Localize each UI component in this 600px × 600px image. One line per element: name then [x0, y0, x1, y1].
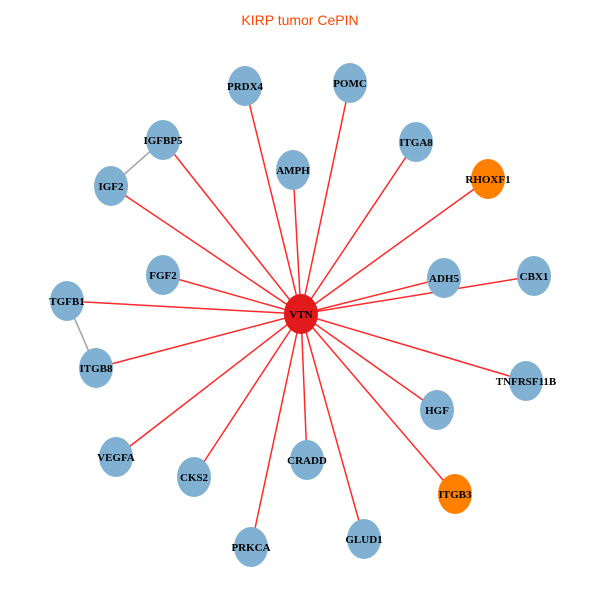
node-circle — [399, 122, 433, 162]
node-igf2[interactable]: IGF2 — [94, 166, 128, 206]
edge-vtn-amph — [292, 169, 302, 315]
node-tnfrsf11b[interactable]: TNFRSF11B — [496, 361, 557, 401]
edge-vtn-itgb8 — [95, 313, 302, 369]
node-prkca[interactable]: PRKCA — [231, 527, 271, 567]
node-rhoxf1[interactable]: RHOXF1 — [465, 159, 511, 199]
node-circle — [50, 281, 84, 321]
node-circle — [228, 66, 262, 106]
node-circle — [177, 457, 211, 497]
node-circle — [290, 440, 324, 480]
node-itgb8[interactable]: ITGB8 — [79, 348, 113, 388]
node-label: TNFRSF11B — [496, 376, 557, 388]
node-circle — [427, 258, 461, 298]
edge-vtn-prkca — [250, 313, 302, 548]
edge-vtn-igf2 — [110, 185, 302, 315]
node-itgb3[interactable]: ITGB3 — [438, 474, 472, 514]
node-label: CRADD — [287, 455, 327, 467]
node-circle — [333, 63, 367, 103]
node-itga8[interactable]: ITGA8 — [399, 122, 433, 162]
edge-vtn-igfbp5 — [162, 139, 302, 315]
node-label: ITGA8 — [399, 137, 433, 149]
node-igfbp5[interactable]: IGFBP5 — [143, 120, 183, 160]
node-label: PRKCA — [231, 542, 270, 554]
edge-vtn-itgb3 — [300, 313, 456, 495]
edge-vtn-cbx1 — [300, 275, 535, 315]
node-label: VTN — [289, 309, 312, 321]
node-circle — [146, 255, 180, 295]
edge-vtn-adh5 — [300, 277, 445, 315]
node-circle — [94, 166, 128, 206]
edge-vtn-vegfa — [115, 313, 302, 458]
node-circle — [234, 527, 268, 567]
edge-vtn-glud1 — [300, 313, 365, 540]
edge-vtn-tnfrsf11b — [300, 313, 527, 382]
node-glud1[interactable]: GLUD1 — [345, 519, 383, 559]
node-prdx4[interactable]: PRDX4 — [227, 66, 264, 106]
edge-vtn-tgfb1 — [66, 300, 302, 315]
node-label: POMC — [333, 78, 367, 90]
node-vtn[interactable]: VTN — [284, 294, 318, 334]
edge-vtn-fgf2 — [162, 274, 302, 315]
edge-vtn-cradd — [300, 313, 308, 461]
node-circle — [517, 256, 551, 296]
node-circle — [471, 159, 505, 199]
node-label: FGF2 — [149, 270, 177, 282]
node-cradd[interactable]: CRADD — [287, 440, 327, 480]
node-cks2[interactable]: CKS2 — [177, 457, 211, 497]
node-label: TGFB1 — [49, 296, 84, 308]
edge-vtn-hgf — [300, 313, 438, 411]
node-vegfa[interactable]: VEGFA — [97, 437, 135, 477]
node-label: PRDX4 — [227, 81, 264, 93]
node-circle — [347, 519, 381, 559]
node-label: VEGFA — [97, 452, 135, 464]
node-cbx1[interactable]: CBX1 — [517, 256, 551, 296]
edge-vtn-rhoxf1 — [300, 178, 489, 315]
node-circle — [438, 474, 472, 514]
node-pomc[interactable]: POMC — [333, 63, 367, 103]
node-label: RHOXF1 — [465, 174, 510, 186]
node-amph[interactable]: AMPH — [276, 150, 310, 190]
node-circle — [79, 348, 113, 388]
node-label: ADH5 — [429, 273, 459, 285]
node-tgfb1[interactable]: TGFB1 — [49, 281, 85, 321]
node-label: HGF — [425, 405, 449, 417]
edge-vtn-prdx4 — [244, 85, 302, 315]
node-label: GLUD1 — [345, 534, 382, 546]
node-circle — [509, 361, 543, 401]
edge-vtn-pomc — [300, 82, 351, 315]
node-label: AMPH — [276, 165, 310, 177]
node-label: ITGB8 — [79, 363, 113, 375]
edge-vtn-itga8 — [300, 141, 417, 315]
node-label: IGFBP5 — [143, 135, 183, 147]
node-circle — [146, 120, 180, 160]
node-fgf2[interactable]: FGF2 — [146, 255, 180, 295]
node-circle — [284, 294, 318, 334]
node-circle — [420, 390, 454, 430]
node-circle — [276, 150, 310, 190]
figure-title: KIRP tumor CePIN — [241, 12, 359, 28]
edge-vtn-cks2 — [193, 313, 302, 478]
node-circle — [99, 437, 133, 477]
node-hgf[interactable]: HGF — [420, 390, 454, 430]
node-label: IGF2 — [98, 181, 124, 193]
node-adh5[interactable]: ADH5 — [427, 258, 461, 298]
node-label: ITGB3 — [438, 489, 472, 501]
node-label: CKS2 — [180, 472, 209, 484]
node-label: CBX1 — [520, 271, 549, 283]
